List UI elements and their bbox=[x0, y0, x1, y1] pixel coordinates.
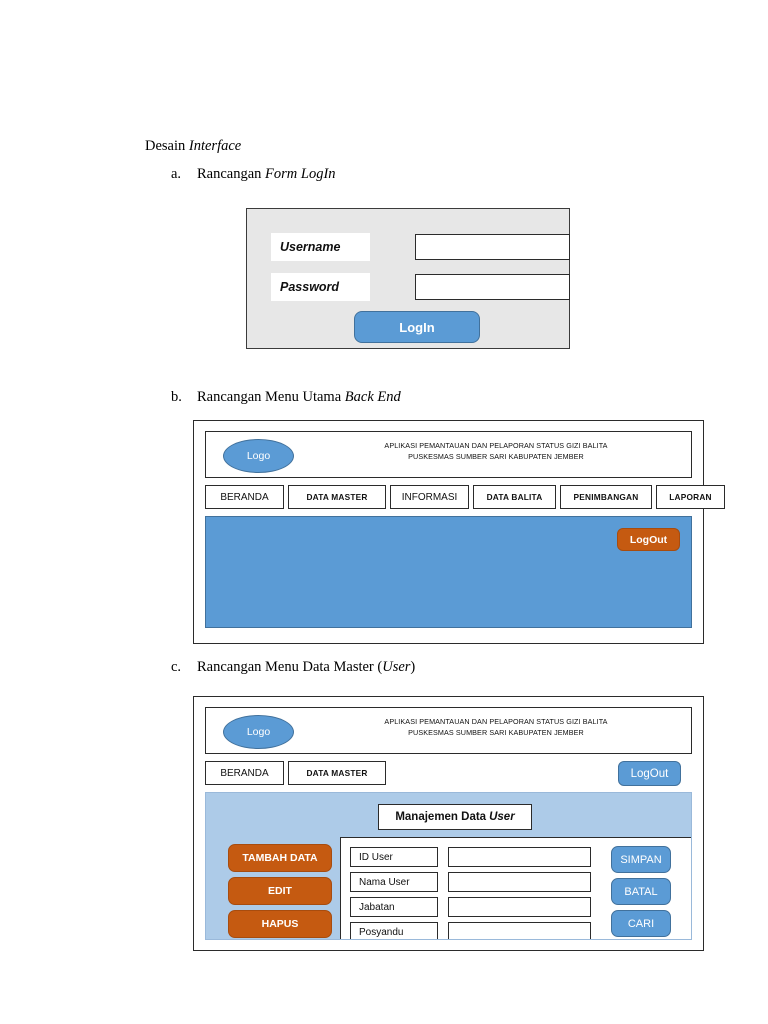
backend-menu-mockup: Logo APLIKASI PEMANTAUAN DAN PELAPORAN S… bbox=[193, 420, 725, 644]
hapus-button[interactable]: HAPUS bbox=[228, 910, 332, 938]
posyandu-input[interactable] bbox=[448, 922, 591, 939]
form-title-plain: Manajemen Data bbox=[395, 811, 487, 823]
list-item-c-plain-end: ) bbox=[410, 659, 416, 675]
jabatan-input[interactable] bbox=[448, 897, 591, 917]
logo-placeholder: Logo bbox=[223, 439, 294, 473]
list-marker-c: c. bbox=[171, 659, 182, 675]
list-item-a-plain: Rancangan bbox=[197, 166, 266, 182]
logout-button[interactable]: LogOut bbox=[618, 761, 681, 786]
id-user-label: ID User bbox=[350, 847, 438, 867]
form-title-italic: User bbox=[489, 811, 515, 823]
backend-app-title: APLIKASI PEMANTAUAN DAN PELAPORAN STATUS… bbox=[306, 440, 686, 462]
list-item-b-plain: Rancangan Menu Utama bbox=[197, 389, 345, 405]
datamaster-app-title-line2: PUSKESMAS SUMBER SARI KABUPATEN JEMBER bbox=[408, 728, 584, 738]
password-label: Password bbox=[271, 273, 370, 301]
password-input[interactable] bbox=[415, 274, 570, 300]
nav-item-data-master[interactable]: DATA MASTER bbox=[288, 761, 386, 785]
field-row-id-user: ID User bbox=[350, 847, 591, 867]
nama-user-input[interactable] bbox=[448, 872, 591, 892]
cari-button[interactable]: CARI bbox=[611, 910, 671, 937]
list-marker-b: b. bbox=[171, 389, 182, 405]
section-heading-plain: Desain bbox=[145, 138, 189, 154]
list-item-a-italic: Form LogIn bbox=[265, 166, 336, 182]
nav-item-beranda[interactable]: BERANDA bbox=[205, 761, 284, 785]
list-item-c: c. Rancangan Menu Data Master (User) bbox=[171, 659, 415, 676]
nav-item-informasi[interactable]: INFORMASI bbox=[390, 485, 469, 509]
username-label: Username bbox=[271, 233, 370, 261]
nav-item-data-master[interactable]: DATA MASTER bbox=[288, 485, 386, 509]
nav-item-beranda[interactable]: BERANDA bbox=[205, 485, 284, 509]
username-input[interactable] bbox=[415, 234, 570, 260]
logo-placeholder: Logo bbox=[223, 715, 294, 749]
username-row: Username bbox=[271, 233, 570, 261]
backend-app-title-line2: PUSKESMAS SUMBER SARI KABUPATEN JEMBER bbox=[408, 452, 584, 462]
datamaster-app-title: APLIKASI PEMANTAUAN DAN PELAPORAN STATUS… bbox=[306, 716, 686, 738]
nav-item-laporan[interactable]: LAPORAN bbox=[656, 485, 725, 509]
batal-button[interactable]: BATAL bbox=[611, 878, 671, 905]
backend-nav-bar: BERANDA DATA MASTER INFORMASI DATA BALIT… bbox=[205, 485, 725, 509]
datamaster-app-title-line1: APLIKASI PEMANTAUAN DAN PELAPORAN STATUS… bbox=[384, 717, 608, 726]
login-button[interactable]: LogIn bbox=[354, 311, 480, 343]
user-fields-box: ID User Nama User Jabatan Posyandu bbox=[340, 837, 691, 939]
datamaster-nav-bar: BERANDA DATA MASTER bbox=[205, 761, 692, 785]
tambah-data-button[interactable]: TAMBAH DATA bbox=[228, 844, 332, 872]
list-item-a: a. Rancangan Form LogIn bbox=[171, 166, 336, 183]
list-item-b-italic: Back End bbox=[344, 389, 401, 405]
record-action-buttons: TAMBAH DATA EDIT HAPUS bbox=[228, 844, 332, 938]
list-item-b: b. Rancangan Menu Utama Back End bbox=[171, 389, 401, 406]
simpan-button[interactable]: SIMPAN bbox=[611, 846, 671, 873]
field-row-nama-user: Nama User bbox=[350, 872, 591, 892]
section-heading: Desain Interface bbox=[145, 138, 241, 155]
datamaster-brand-bar: Logo APLIKASI PEMANTAUAN DAN PELAPORAN S… bbox=[205, 707, 692, 754]
field-row-jabatan: Jabatan bbox=[350, 897, 591, 917]
backend-content-area: LogOut bbox=[205, 516, 692, 628]
id-user-input[interactable] bbox=[448, 847, 591, 867]
nav-item-penimbangan[interactable]: PENIMBANGAN bbox=[560, 485, 652, 509]
list-marker-a: a. bbox=[171, 166, 182, 182]
list-item-c-plain: Rancangan Menu Data Master ( bbox=[197, 659, 383, 675]
password-row: Password bbox=[271, 273, 570, 301]
logout-button[interactable]: LogOut bbox=[617, 528, 680, 551]
login-form-mockup: Username Password LogIn bbox=[246, 208, 570, 349]
posyandu-label: Posyandu bbox=[350, 922, 438, 939]
section-heading-italic: Interface bbox=[188, 138, 242, 154]
form-command-buttons: SIMPAN BATAL CARI bbox=[611, 846, 671, 937]
edit-button[interactable]: EDIT bbox=[228, 877, 332, 905]
backend-brand-bar: Logo APLIKASI PEMANTAUAN DAN PELAPORAN S… bbox=[205, 431, 692, 478]
data-master-mockup: Logo APLIKASI PEMANTAUAN DAN PELAPORAN S… bbox=[193, 696, 704, 951]
nama-user-label: Nama User bbox=[350, 872, 438, 892]
field-row-posyandu: Posyandu bbox=[350, 922, 591, 939]
nav-item-data-balita[interactable]: DATA BALITA bbox=[473, 485, 556, 509]
jabatan-label: Jabatan bbox=[350, 897, 438, 917]
backend-app-title-line1: APLIKASI PEMANTAUAN DAN PELAPORAN STATUS… bbox=[384, 441, 608, 450]
list-item-c-italic: User bbox=[382, 659, 411, 675]
